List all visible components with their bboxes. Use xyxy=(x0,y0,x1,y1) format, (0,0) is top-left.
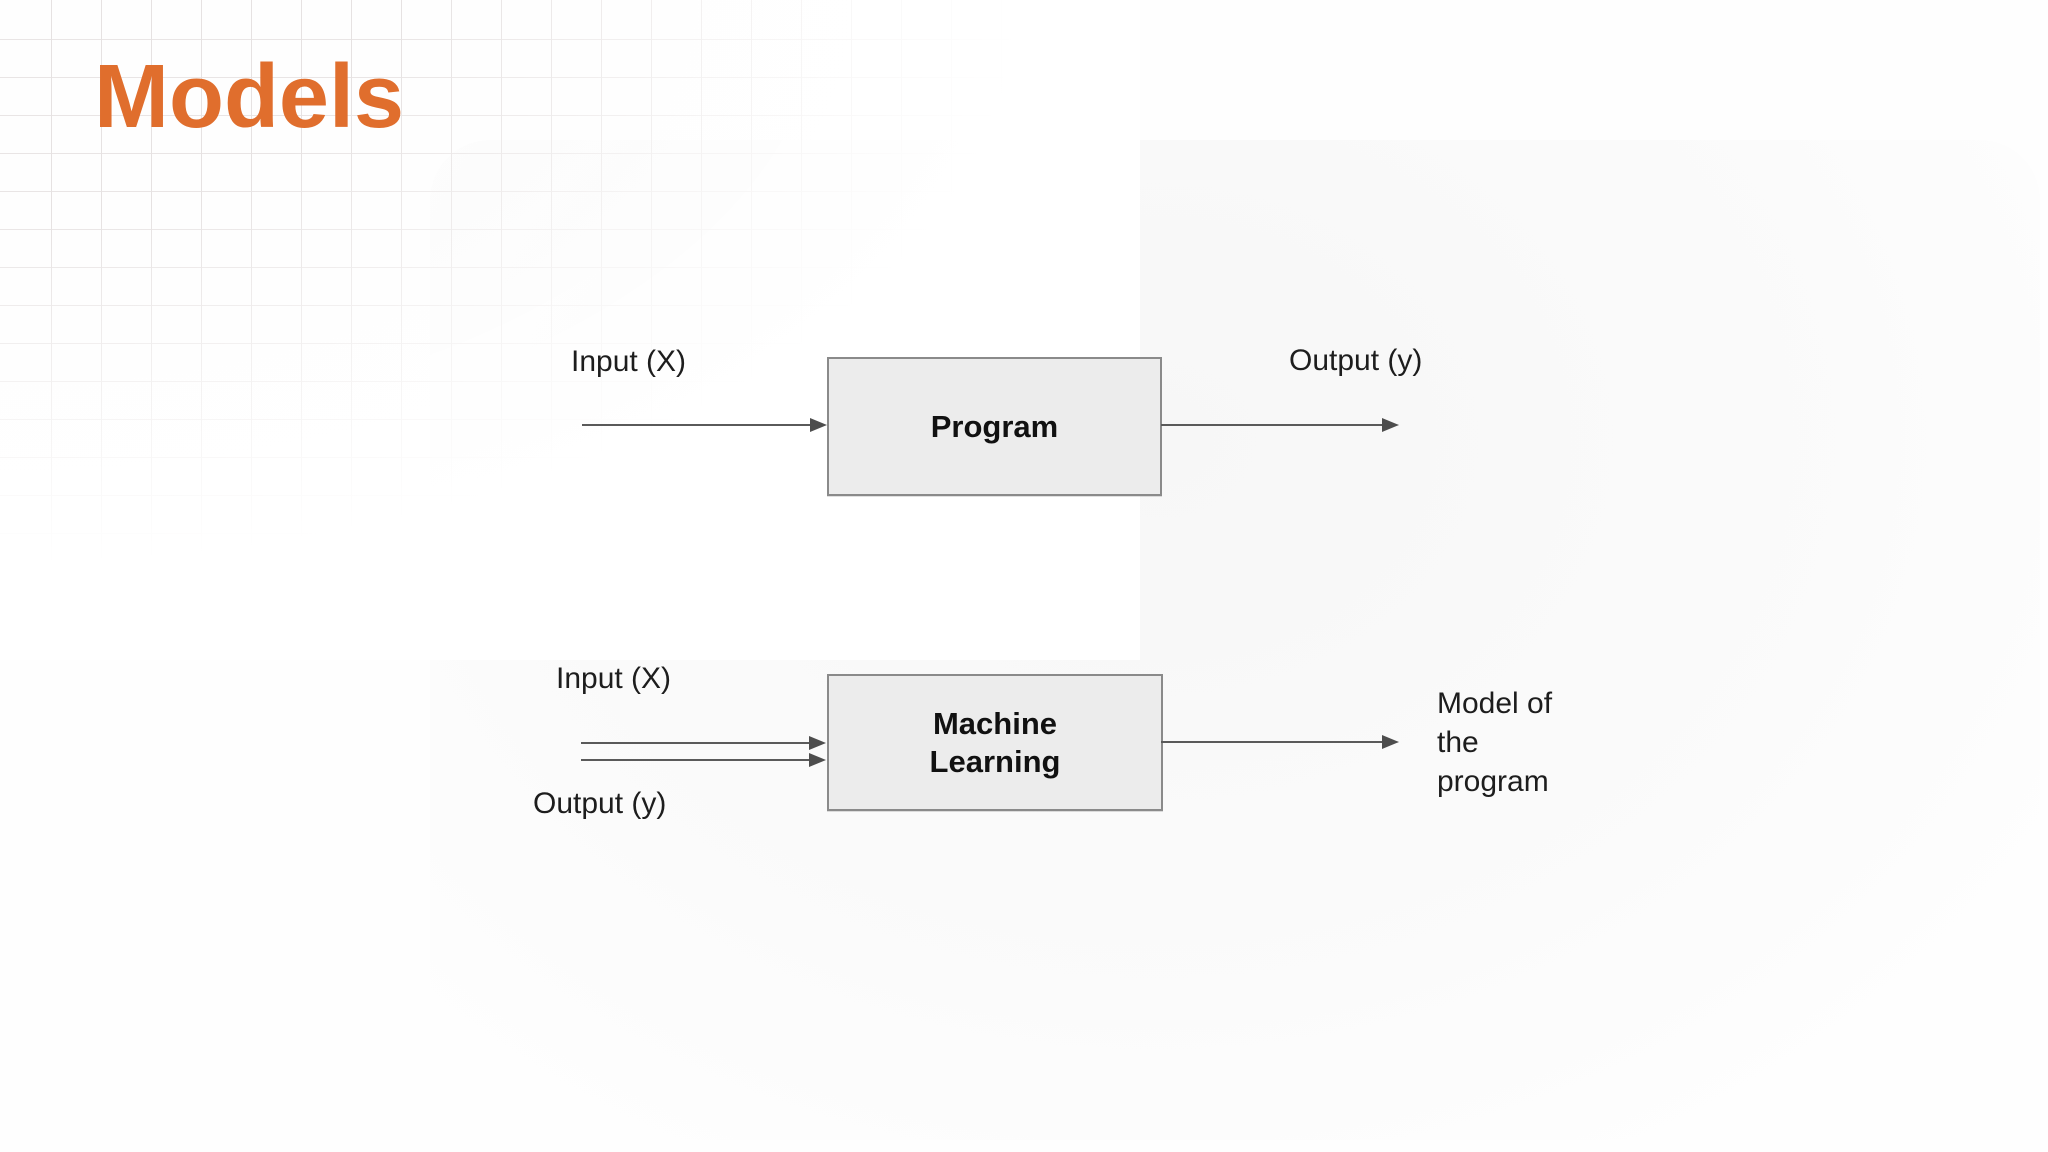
arrowhead-icon xyxy=(1382,735,1399,749)
ml-output-label: Output (y) xyxy=(533,787,667,820)
grid-background xyxy=(0,0,1140,660)
ml-box: Machine Learning xyxy=(827,674,1163,811)
grid-fade-overlay xyxy=(0,0,1140,660)
program-box: Program xyxy=(827,357,1162,496)
ml-box-label-line1: Machine xyxy=(932,705,1058,741)
program-box-label: Program xyxy=(930,408,1059,444)
ml-result-line2: the xyxy=(1437,726,1479,759)
arrow-shaft xyxy=(581,759,810,761)
ml-box-label-line2: Learning xyxy=(929,743,1061,779)
ml-result-line1: Model of xyxy=(1437,687,1553,720)
slide-title: Models xyxy=(94,47,405,147)
ml-result-label: Model of the program xyxy=(1437,684,1552,801)
ml-result-line3: program xyxy=(1437,765,1549,798)
arrow-shaft xyxy=(582,424,811,426)
arrowhead-icon xyxy=(809,753,826,767)
arrowhead-icon xyxy=(1382,418,1399,432)
ml-input-label: Input (X) xyxy=(556,662,672,695)
program-input-label: Input (X) xyxy=(571,345,687,378)
program-output-label: Output (y) xyxy=(1289,344,1423,377)
arrowhead-icon xyxy=(809,736,826,750)
arrow-shaft xyxy=(581,742,810,744)
arrow-shaft xyxy=(1161,741,1383,743)
arrow-shaft xyxy=(1161,424,1383,426)
arrowhead-icon xyxy=(810,418,827,432)
